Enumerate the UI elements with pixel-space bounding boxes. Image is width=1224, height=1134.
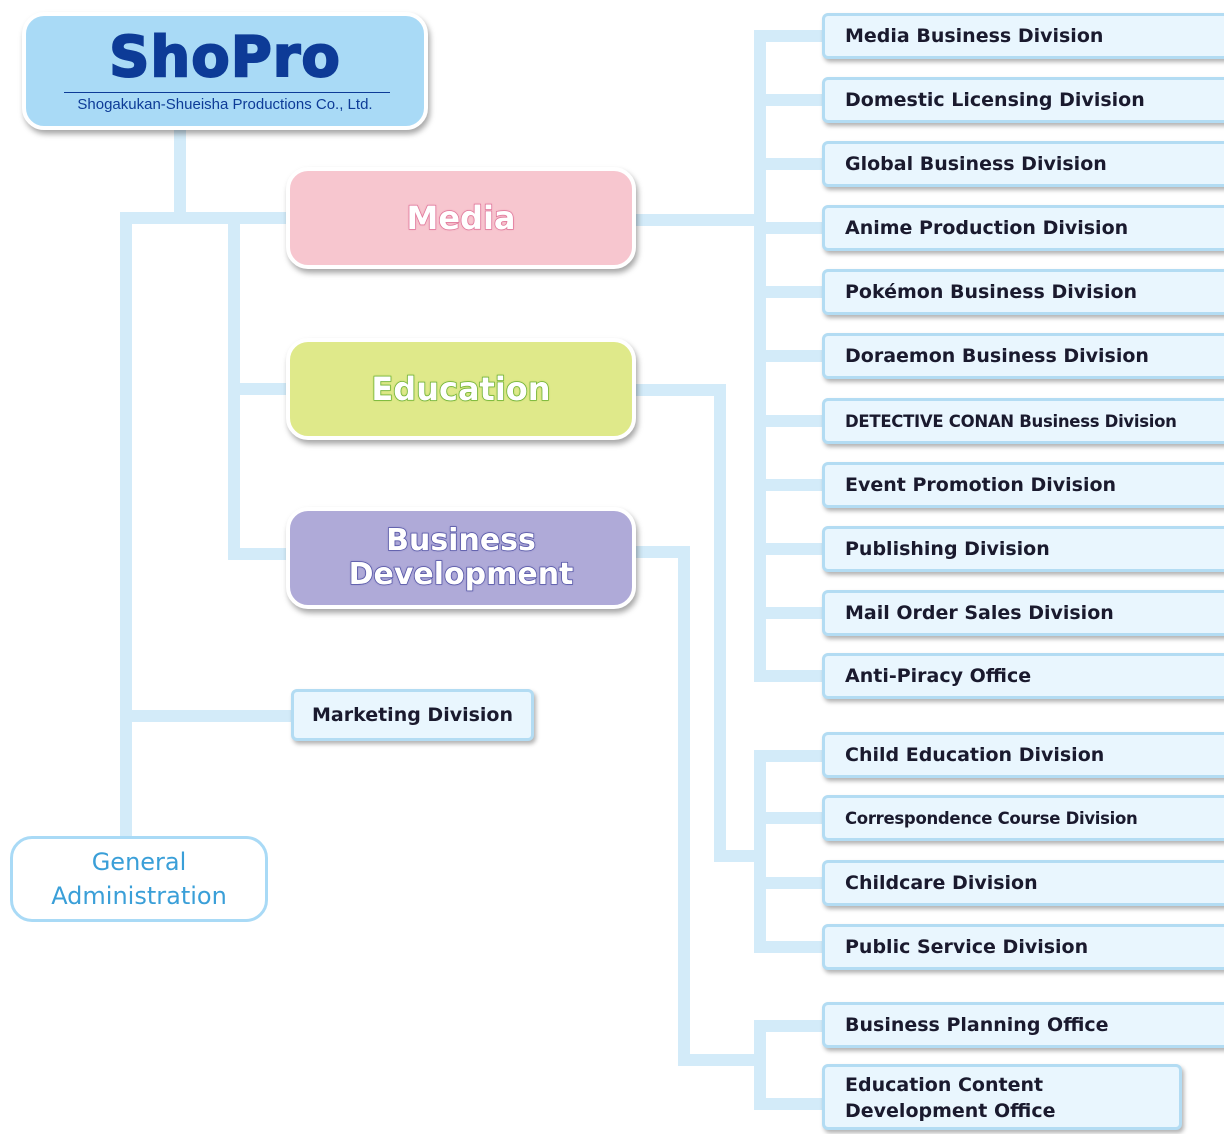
media-label: Media (406, 198, 517, 238)
connector-education-bus (754, 750, 766, 948)
education-label: Education (371, 369, 552, 409)
connector-bizdev-bus (754, 1020, 766, 1110)
connector-stub (754, 1098, 824, 1110)
connector-stub (754, 1020, 824, 1032)
division-box: Mail Order Sales Division (822, 590, 1224, 636)
division-box: Global Business Division (822, 141, 1224, 187)
marketing-division: Marketing Division (291, 689, 534, 741)
connector-stub (754, 543, 824, 555)
division-box: Child Education Division (822, 732, 1224, 778)
connector-bizdev-drop (678, 546, 690, 1066)
connector-stub (754, 222, 824, 234)
logo-divider (64, 92, 390, 93)
company-logo-box: ShoPro Shogakukan-Shueisha Productions C… (22, 12, 428, 130)
business-development-label-line1: Business (385, 523, 536, 559)
connector-stub (754, 941, 824, 953)
general-administration-line2: Administration (51, 882, 227, 910)
division-box: Pokémon Business Division (822, 269, 1224, 315)
connector-to-bizdev (228, 548, 290, 560)
division-box: Publishing Division (822, 526, 1224, 572)
division-box: Business Planning Office (822, 1002, 1224, 1048)
division-box: Public Service Division (822, 924, 1224, 970)
division-box: Education Content Development Office (822, 1064, 1182, 1130)
connector-stub (754, 670, 824, 682)
company-name: Shogakukan-Shueisha Productions Co., Ltd… (77, 96, 373, 113)
connector-admin-spine (120, 212, 132, 838)
division-box: DETECTIVE CONAN Business Division (822, 398, 1224, 444)
general-administration-line1: General (91, 848, 187, 876)
division-box: Event Promotion Division (822, 462, 1224, 508)
division-box: Doraemon Business Division (822, 333, 1224, 379)
division-box: Childcare Division (822, 860, 1224, 906)
connector-stub (754, 350, 824, 362)
connector-top-horizontal (120, 212, 290, 224)
connector-to-education (228, 383, 290, 395)
connector-stub (754, 286, 824, 298)
connector-stub (754, 607, 824, 619)
connector-education-drop (714, 384, 726, 862)
connector-media-out (630, 214, 760, 226)
connector-bizdev-join (678, 1054, 766, 1066)
connector-stub (754, 877, 824, 889)
connector-stub (754, 812, 824, 824)
connector-stub (754, 750, 824, 762)
division-box: Anti-Piracy Office (822, 653, 1224, 699)
connector-stub (754, 30, 824, 42)
connector-education-out (630, 384, 726, 396)
connector-stub (754, 415, 824, 427)
connector-bizdev-out (630, 546, 690, 558)
business-development-label-line2: Development (348, 557, 574, 593)
division-box: Anime Production Division (822, 205, 1224, 251)
division-box: Domestic Licensing Division (822, 77, 1224, 123)
connector-stub (754, 94, 824, 106)
connector-to-marketing (120, 710, 295, 722)
connector-root-down (174, 120, 186, 220)
shopro-logo: ShoPro (108, 25, 341, 91)
division-box: Media Business Division (822, 13, 1224, 59)
education-group: Education (286, 338, 636, 440)
general-administration: General Administration (10, 836, 268, 922)
connector-education-join (714, 850, 766, 862)
connector-stub (754, 158, 824, 170)
division-box: Correspondence Course Division (822, 795, 1224, 841)
connector-stub (754, 479, 824, 491)
media-group: Media (286, 167, 636, 269)
business-development-group: Business Development (286, 507, 636, 609)
